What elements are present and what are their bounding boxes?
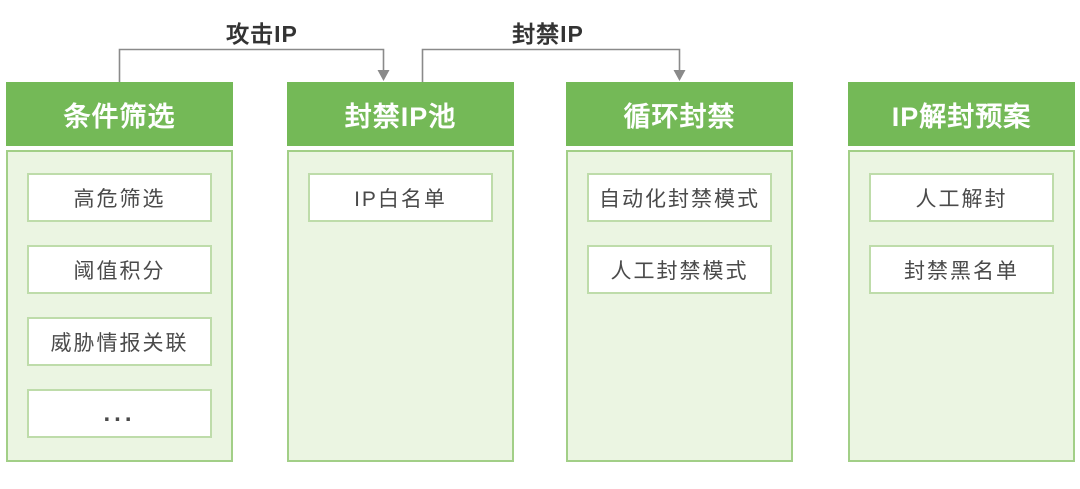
card-condition-filter: 条件筛选 高危筛选 阈值积分 威胁情报关联 ... — [6, 82, 233, 462]
card-body-condition-filter: 高危筛选 阈值积分 威胁情报关联 ... — [6, 150, 233, 462]
card-title-cyclic-ban: 循环封禁 — [566, 82, 793, 146]
card-cyclic-ban: 循环封禁 自动化封禁模式 人工封禁模式 — [566, 82, 793, 462]
item-manual-unban: 人工解封 — [869, 173, 1054, 222]
item-threshold-score: 阈值积分 — [27, 245, 212, 294]
connector-ban-ip-arrowhead — [673, 70, 686, 81]
connector-label-ban-ip: 封禁IP — [512, 21, 584, 47]
item-ellipsis: ... — [27, 389, 212, 438]
card-body-ip-unban-plan: 人工解封 封禁黑名单 — [848, 150, 1075, 462]
item-threat-intel-link: 威胁情报关联 — [27, 317, 212, 366]
connector-ban-ip-line — [421, 48, 681, 82]
item-high-risk-filter: 高危筛选 — [27, 173, 212, 222]
card-banned-ip-pool: 封禁IP池 IP白名单 — [287, 82, 514, 462]
connector-label-attack-ip: 攻击IP — [226, 21, 298, 47]
card-title-banned-ip-pool: 封禁IP池 — [287, 82, 514, 146]
card-ip-unban-plan: IP解封预案 人工解封 封禁黑名单 — [848, 82, 1075, 462]
card-body-banned-ip-pool: IP白名单 — [287, 150, 514, 462]
item-manual-ban-mode: 人工封禁模式 — [587, 245, 772, 294]
item-auto-ban-mode: 自动化封禁模式 — [587, 173, 772, 222]
item-ip-whitelist: IP白名单 — [308, 173, 493, 222]
card-title-ip-unban-plan: IP解封预案 — [848, 82, 1075, 146]
connector-attack-ip-arrowhead — [377, 70, 390, 81]
connector-attack-ip-line — [118, 48, 385, 82]
card-body-cyclic-ban: 自动化封禁模式 人工封禁模式 — [566, 150, 793, 462]
card-title-condition-filter: 条件筛选 — [6, 82, 233, 146]
item-ban-blacklist: 封禁黑名单 — [869, 245, 1054, 294]
